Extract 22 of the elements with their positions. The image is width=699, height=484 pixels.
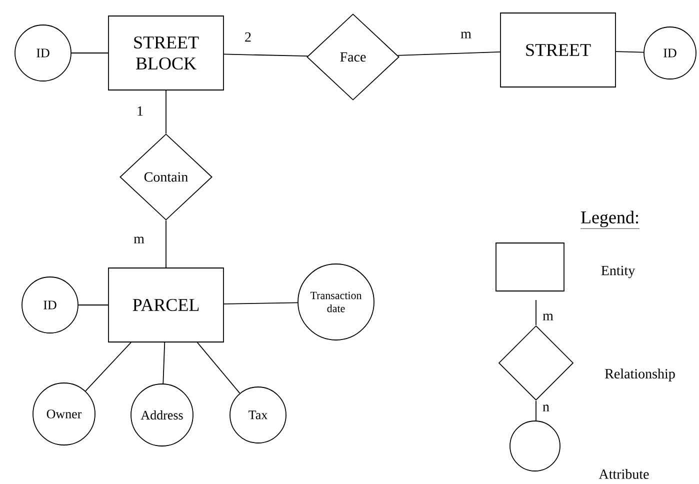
cardinality-label: m: [460, 32, 472, 38]
connector-line: [616, 51, 644, 53]
connector-line: [397, 52, 500, 56]
entity-box: PARCEL: [108, 268, 224, 342]
entity-box: STREET BLOCK: [108, 16, 224, 90]
legend-label: Relationship: [605, 368, 675, 382]
entity-box: STREET: [500, 12, 616, 88]
connector-line: [71, 52, 108, 54]
cardinality-label: m: [542, 314, 554, 320]
legend-title: Legend:: [580, 210, 640, 229]
connector-line: [85, 342, 132, 392]
connector-line: [162, 342, 166, 384]
connector-line: [224, 302, 298, 304]
cardinality-label: m: [134, 236, 144, 244]
legend-label: Attribute: [598, 469, 649, 479]
cardinality-label: 2: [245, 32, 251, 42]
connector-line: [224, 54, 308, 56]
legend-label: Entity: [601, 266, 636, 278]
connector-line: [78, 304, 108, 306]
connector-line: [196, 342, 240, 394]
cardinality-label: n: [542, 404, 550, 412]
cardinality-label: 1: [138, 106, 143, 116]
